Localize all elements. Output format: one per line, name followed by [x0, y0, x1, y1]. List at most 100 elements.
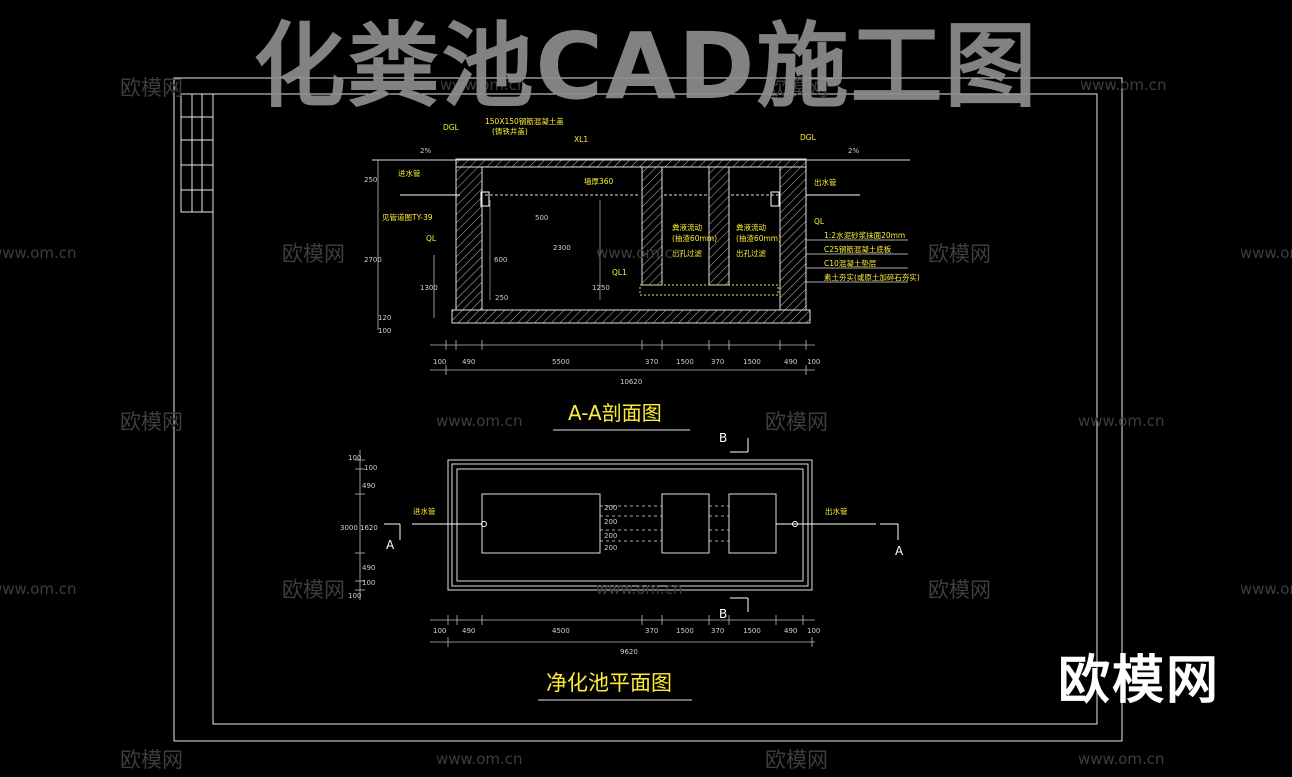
right-wall	[779, 166, 807, 311]
label-cover-note: 150X150钢筋混凝土盖	[485, 116, 564, 126]
plan-dim-left-3: 1620	[360, 524, 378, 532]
section-mark-a-left: A	[386, 538, 395, 552]
watermark-brand: 欧模网	[765, 410, 828, 434]
watermark-brand: 欧模网	[282, 242, 345, 266]
watermark-url: www.om.cn	[436, 412, 523, 430]
label-chamber-1b: (抽渣60mm)	[672, 233, 717, 243]
plan-outlet-label: 出水管	[825, 506, 848, 516]
label-wall-note: 墙厚360	[584, 176, 614, 186]
watermark-brand: 欧模网	[120, 76, 183, 100]
watermark-brand: 欧模网	[928, 242, 991, 266]
plan-dim-left-5: 490	[362, 564, 375, 572]
plan-inlet-label: 进水管	[413, 506, 436, 516]
label-chamber-1c: 出孔过滤	[672, 248, 702, 258]
label-chamber-1: 粪液流动	[672, 222, 702, 232]
label-wall-left: QL	[426, 234, 437, 243]
plan-dim-left-0: 100	[348, 454, 361, 462]
watermark-url: www.om.cn	[1078, 412, 1165, 430]
sec-dim-left-4: 100	[378, 327, 391, 335]
title-block	[180, 93, 214, 213]
top-slab	[455, 158, 807, 168]
left-wall	[455, 166, 483, 311]
sec-dim-2: 5500	[552, 358, 570, 366]
watermark-url: www.om.cn	[436, 750, 523, 768]
watermark-url: www.om.cn	[1078, 750, 1165, 768]
section-mark-b-top: B	[719, 431, 727, 445]
label-slope-left: 2%	[420, 147, 431, 155]
sec-dim-inner-1: 1250	[592, 284, 610, 292]
watermark-url: www.om.cn	[1240, 580, 1292, 598]
plan-dim-5: 370	[711, 627, 724, 635]
sec-dim-7: 490	[784, 358, 797, 366]
sec-dim-1: 490	[462, 358, 475, 366]
plan-dim-inner-0: 200	[604, 504, 617, 512]
label-chamber-2c: 出孔过滤	[736, 248, 766, 258]
sec-dim-inner-0: 2300	[553, 244, 571, 252]
plan-dim-inner-1: 200	[604, 518, 617, 526]
label-dgl-right: DGL	[800, 133, 817, 142]
plan-title: 净化池平面图	[546, 671, 672, 695]
plan-dim-inner-3: 200	[604, 544, 617, 552]
sec-dim-4: 1500	[676, 358, 694, 366]
plan-dim-1: 490	[462, 627, 475, 635]
watermark-url: www.om.cn	[0, 580, 77, 598]
sec-dim-inner-2: 600	[494, 256, 507, 264]
label-inlet-pipe: 进水管	[398, 168, 421, 178]
section-mark-b-bottom: B	[719, 607, 727, 621]
plan-dim-7: 490	[784, 627, 797, 635]
label-dgl-left: DGL	[443, 123, 460, 132]
label-pipe-ref: 见管道图TY-39	[382, 212, 433, 222]
label-chamber-2: 粪液流动	[736, 222, 766, 232]
watermark-brand: 欧模网	[282, 578, 345, 602]
sec-dim-inner-3: 500	[535, 214, 548, 222]
plan-view: A A B B 进水管 出水管 100 100 490 1620 3000 49…	[340, 431, 904, 701]
watermark-url: www.om.cn	[440, 76, 527, 94]
watermark-url: www.om.cn	[596, 244, 683, 262]
chamber-2-plan	[661, 493, 710, 554]
plan-dim-inner-2: 200	[604, 532, 617, 540]
sec-dim-left-2: 1300	[420, 284, 438, 292]
section-view: 490 100 5500 370 1500 370 1500 490 100 1…	[364, 116, 920, 431]
partition-wall-1	[641, 166, 663, 286]
partition-wall-2	[708, 166, 730, 286]
plan-dim-3: 370	[645, 627, 658, 635]
watermark-url: www.om.cn	[596, 580, 683, 598]
watermark-url: www.om.cn	[1080, 76, 1167, 94]
bottom-slab	[451, 309, 811, 324]
sec-dim-overall: 10620	[620, 378, 642, 386]
plan-dim-left-4: 3000	[340, 524, 358, 532]
label-beam-lower: QL1	[612, 268, 627, 277]
sec-dim-5: 370	[711, 358, 724, 366]
watermark-brand: 欧模网	[928, 578, 991, 602]
plan-dim-8: 100	[807, 627, 820, 635]
label-chamber-2b: (抽渣60mm)	[736, 233, 781, 243]
label-cover-note2: (铸铁井盖)	[492, 126, 528, 136]
sec-dim-3: 370	[645, 358, 658, 366]
outer-frame	[173, 77, 1123, 742]
plan-dim-4: 1500	[676, 627, 694, 635]
plan-dim-overall: 9620	[620, 648, 638, 656]
watermark-brand: 欧模网	[120, 748, 183, 772]
sec-dim-0: 100	[433, 358, 446, 366]
sec-dim-8: 100	[807, 358, 820, 366]
plan-outer	[447, 459, 813, 591]
label-layer-2: C25钢筋混凝土底板	[824, 244, 892, 254]
plan-dim-2: 4500	[552, 627, 570, 635]
banner-title: 化粪池CAD施工图	[253, 13, 1039, 120]
chamber-1-plan	[481, 493, 601, 554]
sec-dim-left-3: 120	[378, 314, 391, 322]
inner-frame	[212, 93, 1098, 725]
sec-dim-left-1: 2700	[364, 256, 382, 264]
plan-dim-left-2: 490	[362, 482, 375, 490]
plan-dim-0: 100	[433, 627, 446, 635]
sec-dim-inner-4: 250	[495, 294, 508, 302]
plan-dim-left-7: 100	[348, 592, 361, 600]
sec-dim-6: 1500	[743, 358, 761, 366]
label-wall-right: QL	[814, 217, 825, 226]
plan-dim-6: 1500	[743, 627, 761, 635]
label-beam: XL1	[574, 135, 588, 144]
watermark-url: www.om.cn	[1240, 244, 1292, 262]
plan-dim-left-6: 100	[362, 579, 375, 587]
